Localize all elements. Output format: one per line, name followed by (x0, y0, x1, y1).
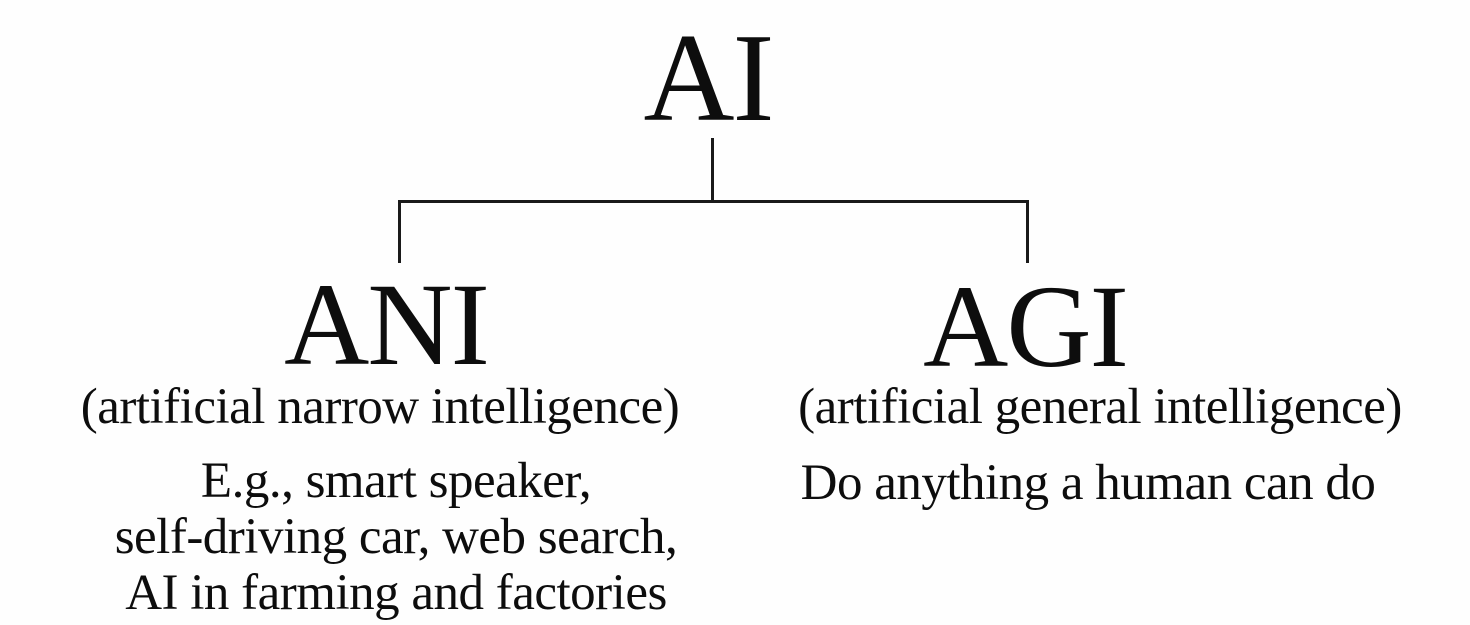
agi-full-name: (artificial general intelligence) (798, 379, 1402, 435)
ani-example-line-1: E.g., smart speaker, (200, 453, 592, 509)
connector-right-drop (1026, 200, 1029, 263)
connector-left-drop (398, 200, 401, 263)
ani-full-name: (artificial narrow intelligence) (80, 379, 680, 435)
agi-description-line-1: Do anything a human can do (800, 455, 1376, 511)
connector-root-stem (711, 138, 714, 202)
connector-horizontal-rail (398, 200, 1029, 203)
agi-description-text: Do anything a human can do (801, 455, 1376, 511)
ani-example-line-3: AI in farming and factories (125, 565, 667, 621)
node-ai-label: AI (643, 9, 775, 148)
node-ani-label: ANI (284, 259, 490, 390)
ani-examples-text: E.g., smart speaker, self-driving car, w… (115, 453, 678, 621)
node-agi-label: AGI (923, 261, 1129, 392)
ani-example-line-2: self-driving car, web search, (114, 509, 678, 565)
